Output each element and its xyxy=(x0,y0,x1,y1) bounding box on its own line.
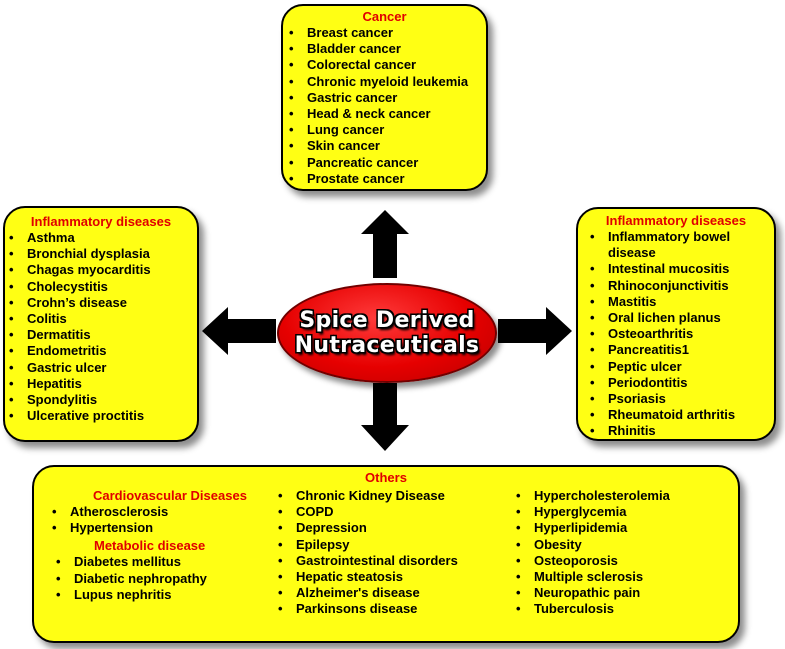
list-item: Hypertension xyxy=(48,520,278,536)
arrow-right xyxy=(498,307,572,355)
list-item: Neuropathic pain xyxy=(512,585,732,601)
list-item: Rheumatoid arthritis xyxy=(586,407,774,423)
others-middle-column: Chronic Kidney Disease COPD Depression E… xyxy=(274,488,504,618)
list-item: Cholecystitis xyxy=(5,279,197,295)
list-item: Spondylitis xyxy=(5,392,197,408)
list-item: Multiple sclerosis xyxy=(512,569,732,585)
list-item: Pancreatic cancer xyxy=(285,155,486,171)
list-item: Dermatitis xyxy=(5,327,197,343)
list-item: Lupus nephritis xyxy=(52,587,278,603)
list-item: Hepatitis xyxy=(5,376,197,392)
list-item: Hypercholesterolemia xyxy=(512,488,732,504)
list-item: Osteoarthritis xyxy=(586,326,774,342)
list-item: Obesity xyxy=(512,537,732,553)
list-item: Colitis xyxy=(5,311,197,327)
list-item: Hyperglycemia xyxy=(512,504,732,520)
list-item: Chronic Kidney Disease xyxy=(274,488,504,504)
metabolic-list: Diabetes mellitus Diabetic nephropathy L… xyxy=(48,554,278,603)
center-title-line2: Nutraceuticals xyxy=(294,333,480,358)
list-item: Diabetes mellitus xyxy=(52,554,278,570)
list-item: Hepatic steatosis xyxy=(274,569,504,585)
list-item: Osteoporosis xyxy=(512,553,732,569)
list-item: Rhinitis xyxy=(586,423,774,439)
list-item: Depression xyxy=(274,520,504,536)
list-item: Endometritis xyxy=(5,343,197,359)
inflammatory-left-heading: Inflammatory diseases xyxy=(30,214,172,229)
cancer-list: Breast cancer Bladder cancer Colorectal … xyxy=(283,25,486,187)
others-right-column: Hypercholesterolemia Hyperglycemia Hyper… xyxy=(512,488,732,618)
list-item: Breast cancer xyxy=(285,25,486,41)
others-right-list: Hypercholesterolemia Hyperglycemia Hyper… xyxy=(512,488,732,618)
list-item: Gastric ulcer xyxy=(5,360,197,376)
list-item: Atherosclerosis xyxy=(48,504,278,520)
list-item: Bladder cancer xyxy=(285,41,486,57)
center-title-line1: Spice Derived xyxy=(299,308,475,333)
others-middle-list: Chronic Kidney Disease COPD Depression E… xyxy=(274,488,504,618)
list-item: Chagas myocarditis xyxy=(5,262,197,278)
arrow-left xyxy=(202,307,276,355)
list-item: Peptic ulcer xyxy=(586,359,774,375)
list-item: Intestinal mucositis xyxy=(586,261,774,277)
list-item: Asthma xyxy=(5,230,197,246)
cardio-heading: Cardiovascular Diseases xyxy=(93,488,247,503)
list-item: Rhinoconjunctivitis xyxy=(586,278,774,294)
inflammatory-right-list: Inflammatory bowel disease Intestinal mu… xyxy=(578,229,774,440)
list-item: Skin cancer xyxy=(285,138,486,154)
list-item: Ulcerative proctitis xyxy=(5,408,197,424)
center-ellipse: Spice Derived Nutraceuticals xyxy=(277,283,497,383)
others-box: Others Cardiovascular Diseases Atheroscl… xyxy=(32,465,740,643)
list-item: Hyperlipidemia xyxy=(512,520,732,536)
cancer-heading: Cancer xyxy=(362,9,407,24)
list-item: Head & neck cancer xyxy=(285,106,486,122)
cardio-list: Atherosclerosis Hypertension xyxy=(48,504,278,537)
list-item: Bronchial dysplasia xyxy=(5,246,197,262)
list-item: Chronic myeloid leukemia xyxy=(285,74,486,90)
list-item: Alzheimer's disease xyxy=(274,585,504,601)
list-item: Periodontitis xyxy=(586,375,774,391)
metabolic-heading: Metabolic disease xyxy=(94,538,206,554)
list-item: Tuberculosis xyxy=(512,601,732,617)
list-item: Prostate cancer xyxy=(285,171,486,187)
arrow-up xyxy=(361,210,409,278)
others-left-column: Cardiovascular Diseases Atherosclerosis … xyxy=(48,488,278,603)
list-item: Inflammatory bowel xyxy=(586,229,774,245)
list-item: Parkinsons disease xyxy=(274,601,504,617)
inflammatory-right-heading: Inflammatory diseases xyxy=(605,213,747,228)
list-item-continuation: disease xyxy=(608,245,656,261)
list-item: Oral lichen planus xyxy=(586,310,774,326)
list-item: Pancreatitis1 xyxy=(586,342,774,358)
list-item: Crohn’s disease xyxy=(5,295,197,311)
list-item: Epilepsy xyxy=(274,537,504,553)
cancer-box: Cancer Breast cancer Bladder cancer Colo… xyxy=(281,4,488,191)
arrow-down xyxy=(361,383,409,451)
list-item: Psoriasis xyxy=(586,391,774,407)
list-item: Diabetic nephropathy xyxy=(52,571,278,587)
inflammatory-right-box: Inflammatory diseases Inflammatory bowel… xyxy=(576,207,776,441)
inflammatory-left-list: Asthma Bronchial dysplasia Chagas myocar… xyxy=(5,230,197,425)
list-item: Colorectal cancer xyxy=(285,57,486,73)
list-item: Gastric cancer xyxy=(285,90,486,106)
inflammatory-left-box: Inflammatory diseases Asthma Bronchial d… xyxy=(3,206,199,442)
list-item: Lung cancer xyxy=(285,122,486,138)
list-item: Mastitis xyxy=(586,294,774,310)
others-heading: Others xyxy=(365,470,407,485)
list-item: COPD xyxy=(274,504,504,520)
list-item: Gastrointestinal disorders xyxy=(274,553,504,569)
